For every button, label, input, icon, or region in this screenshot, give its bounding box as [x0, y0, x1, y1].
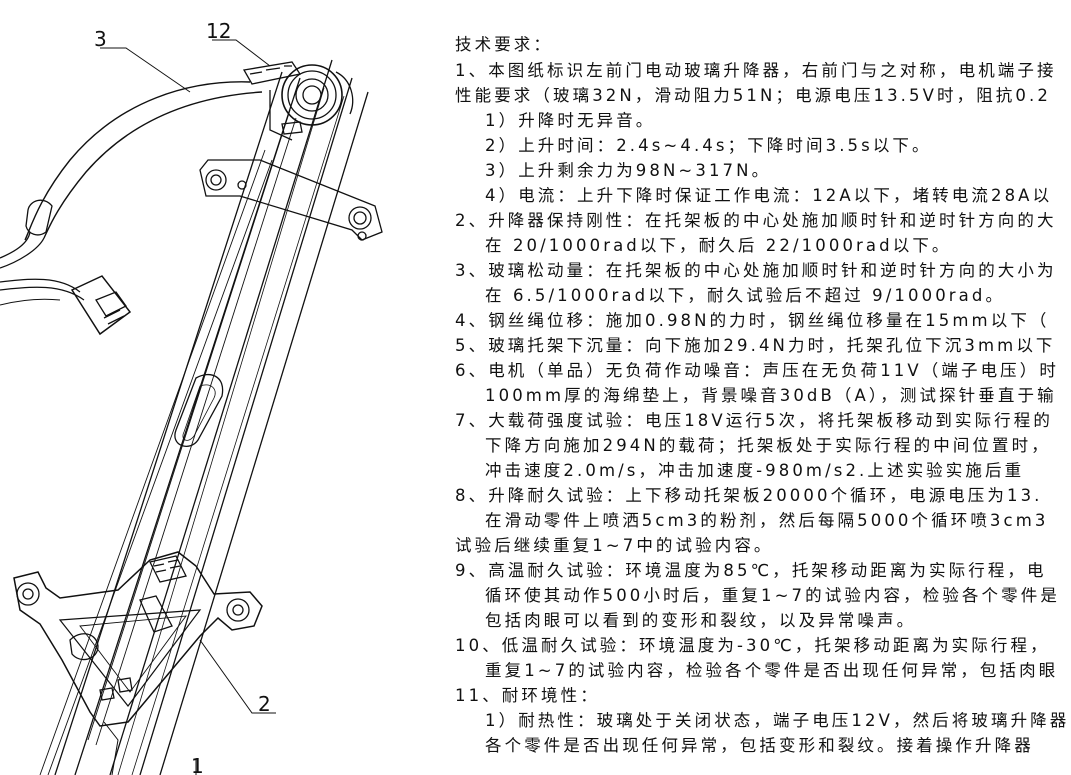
note-line: 在滑动零件上喷洒5cm3的粉剂，然后每隔5000个循环喷3cm3: [485, 511, 1049, 530]
note-line: 4、钢丝绳位移：施加0.98N的力时，钢丝绳位移量在15mm以下（: [455, 311, 1050, 330]
note-line: 4）电流：上升下降时保证工作电流：12A以下，堵转电流28A以: [485, 186, 1053, 205]
note-line: 试验后继续重复1~7中的试验内容。: [455, 536, 774, 555]
callout-1: 1: [191, 754, 204, 775]
note-line: 各个零件是否出现任何异常，包括变形和裂纹。接着操作升降器: [485, 736, 1034, 755]
callout-12: 12: [206, 19, 231, 43]
note-line: 在 6.5/1000rad以下，耐久试验后不超过 9/1000rad。: [485, 286, 1006, 305]
note-line: 5、玻璃托架下沉量：向下施加29.4N力时，托架孔位下沉3mm以下: [455, 336, 1056, 355]
note-line: 8、升降耐久试验：上下移动托架板20000个循环，电源电压为13.: [455, 486, 1043, 505]
callout-3: 3: [94, 27, 107, 51]
note-line: 1）升降时无异音。: [485, 111, 656, 130]
callout-2: 2: [258, 692, 271, 716]
note-line: 下降方向施加294N的载荷；托架板处于实际行程的中间位置时，: [485, 436, 1051, 455]
note-line: 循环使其动作500小时后，重复1~7的试验内容，检验各个零件是: [485, 586, 1060, 605]
note-line: 2）上升时间：2.4s~4.4s；下降时间3.5s以下。: [485, 136, 932, 155]
note-line: 重复1~7的试验内容，检验各个零件是否出现任何异常，包括肉眼: [485, 661, 1059, 680]
note-line: 6、电机（单品）无负荷作动噪音：声压在无负荷11V（端子电压）时: [455, 361, 1059, 380]
assembly-line-drawing: 3 12 2 1: [0, 19, 383, 775]
note-line: 2、升降器保持刚性：在托架板的中心处施加顺时针和逆时针方向的大: [455, 211, 1057, 230]
note-line: 冲击速度2.0m/s，冲击加速度-980m/s2.上述实验实施后重: [485, 461, 1025, 480]
note-line: 1）耐热性：玻璃处于关闭状态，端子电压12V，然后将玻璃升降器: [485, 711, 1070, 730]
note-line: 3）上升剩余力为98N~317N。: [485, 161, 772, 180]
note-line: 7、大载荷强度试验：电压18V运行5次，将托架板移动到实际行程的: [455, 411, 1053, 430]
note-line: 1、本图纸标识左前门电动玻璃升降器，右前门与之对称，电机端子接: [455, 61, 1057, 80]
notes-title: 技术要求：: [455, 35, 553, 54]
note-line: 9、高温耐久试验：环境温度为85℃，托架移动距离为实际行程，电: [455, 561, 1047, 580]
note-line: 100mm厚的海绵垫上，背景噪音30dB（A），测试探针垂直于输: [485, 386, 1057, 405]
window-regulator-drawing: 3 12 2 1: [0, 0, 450, 775]
note-line: 包括肉眼可以看到的变形和裂纹，以及异常噪声。: [485, 611, 917, 630]
note-line: 性能要求（玻璃32N，滑动阻力51N；电源电压13.5V时，阻抗0.2: [455, 86, 1051, 105]
note-line: 10、低温耐久试验：环境温度为-30℃，托架移动距离为实际行程，: [455, 636, 1050, 655]
note-line: 在 20/1000rad以下，耐久后 22/1000rad以下。: [485, 236, 952, 255]
note-line: 11、耐环境性：: [455, 686, 600, 705]
note-line: 3、玻璃松动量：在托架板的中心处施加顺时针和逆时针方向的大小为: [455, 261, 1057, 280]
